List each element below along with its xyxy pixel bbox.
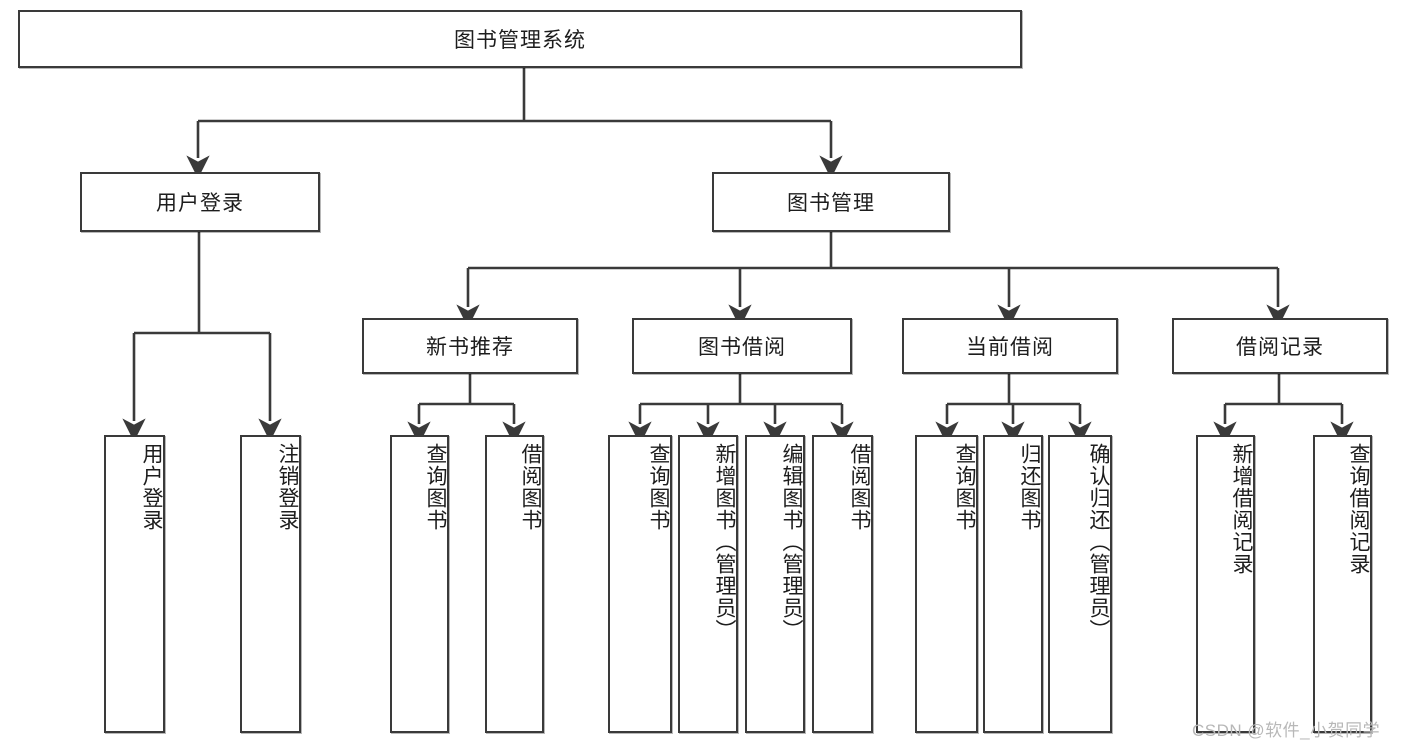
node-label: 查询图书 [424,443,447,531]
node-label: 当前借阅 [966,336,1054,359]
node-label: 新增图书（管理员） [713,443,736,641]
node-label: 借阅图书 [519,443,542,531]
leaf-user-login-login[interactable]: 用户登录 [104,435,165,733]
leaf-borrow-add-book-admin[interactable]: 新增图书（管理员） [678,435,738,733]
node-label: 新书推荐 [426,336,514,359]
leaf-borrow-borrow-book[interactable]: 借阅图书 [812,435,873,733]
node-label: 确认归还（管理员） [1087,443,1110,641]
leaf-recommend-query-book[interactable]: 查询图书 [390,435,449,733]
node-label: 借阅图书 [848,443,871,531]
node-label: 图书借阅 [698,336,786,359]
node-label: 用户登录 [156,192,244,215]
node-label: 归还图书 [1018,443,1041,531]
leaf-current-confirm-return-admin[interactable]: 确认归还（管理员） [1048,435,1112,733]
leaf-borrow-query-book[interactable]: 查询图书 [608,435,672,733]
node-label: 借阅记录 [1236,336,1324,359]
leaf-user-login-logout[interactable]: 注销登录 [240,435,301,733]
node-label: 查询图书 [953,443,976,531]
node-label: 用户登录 [140,443,163,531]
node-root-system[interactable]: 图书管理系统 [18,10,1022,68]
node-label: 图书管理系统 [454,29,586,52]
node-book-borrow[interactable]: 图书借阅 [632,318,852,374]
leaf-record-add-record[interactable]: 新增借阅记录 [1196,435,1255,733]
leaf-record-query-record[interactable]: 查询借阅记录 [1313,435,1372,733]
node-label: 查询图书 [647,443,670,531]
node-current-borrow[interactable]: 当前借阅 [902,318,1118,374]
leaf-current-return-book[interactable]: 归还图书 [983,435,1043,733]
node-label: 图书管理 [787,192,875,215]
leaf-borrow-edit-book-admin[interactable]: 编辑图书（管理员） [745,435,805,733]
node-label: 查询借阅记录 [1347,443,1370,575]
node-label: 编辑图书（管理员） [780,443,803,641]
csdn-watermark: CSDN @软件_小贺同学 [1192,721,1381,740]
node-book-management[interactable]: 图书管理 [712,172,950,232]
node-label: 注销登录 [276,443,299,531]
node-new-book-recommend[interactable]: 新书推荐 [362,318,578,374]
leaf-recommend-borrow-book[interactable]: 借阅图书 [485,435,544,733]
node-label: 新增借阅记录 [1230,443,1253,575]
node-user-login[interactable]: 用户登录 [80,172,320,232]
leaf-current-query-book[interactable]: 查询图书 [915,435,978,733]
node-borrow-record[interactable]: 借阅记录 [1172,318,1388,374]
